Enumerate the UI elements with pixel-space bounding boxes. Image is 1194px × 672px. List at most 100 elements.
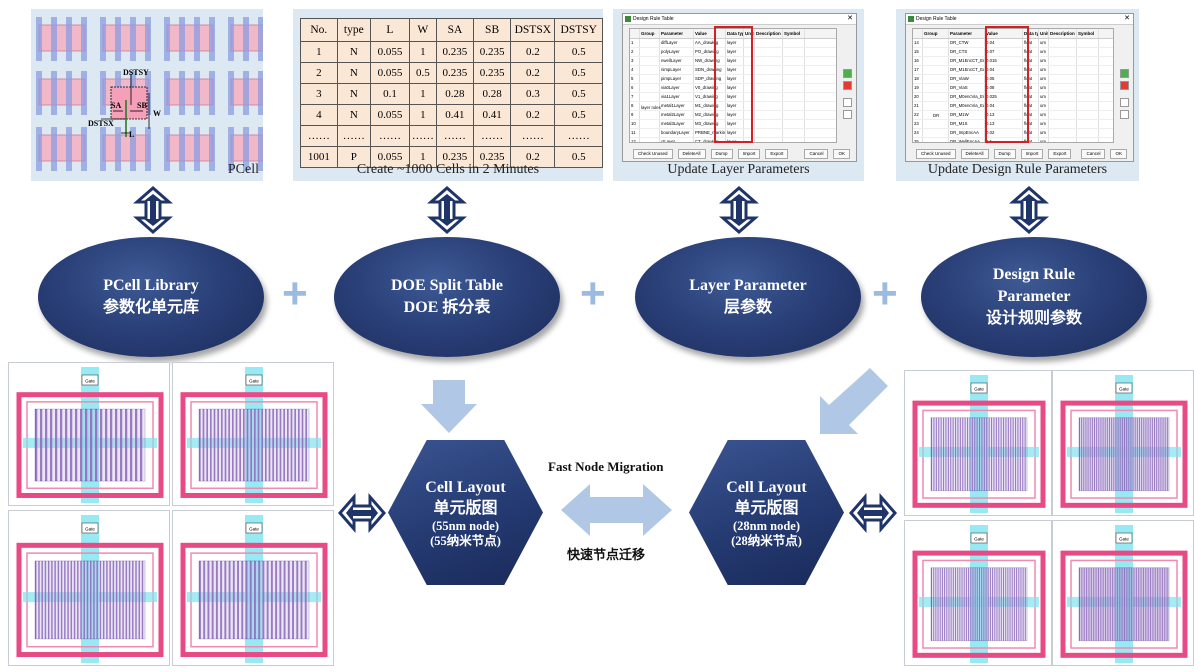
finger	[1130, 567, 1132, 641]
finger	[1094, 567, 1096, 641]
hex-title: Cell Layout	[726, 478, 807, 496]
doe-cell: N	[336, 104, 372, 126]
grid-cell: layer	[726, 93, 744, 101]
finger	[957, 417, 959, 491]
grid-cell	[1049, 129, 1077, 137]
finger	[967, 417, 969, 491]
finger	[224, 560, 227, 639]
grid-cell: um	[1039, 93, 1049, 101]
poly-finger	[243, 71, 249, 115]
finger	[70, 409, 73, 482]
add-row-icon[interactable]	[843, 69, 852, 78]
poly-finger	[258, 17, 263, 61]
grid-cell	[923, 57, 949, 65]
finger	[272, 409, 274, 482]
doe-col-header: L	[370, 18, 410, 42]
remove-row-icon[interactable]	[1120, 81, 1129, 90]
dialog-button[interactable]: Import	[1020, 149, 1044, 159]
dialog-button[interactable]: DeleteAll	[960, 149, 989, 159]
move-up-icon[interactable]	[1120, 98, 1129, 107]
finger	[132, 560, 134, 639]
move-down-icon[interactable]	[1120, 110, 1129, 119]
dialog-button[interactable]: Dump	[710, 149, 733, 159]
layout-thumbnail: Gate	[8, 510, 170, 666]
finger	[1000, 417, 1002, 491]
grid-cell	[744, 66, 755, 74]
finger	[1111, 567, 1113, 641]
finger	[1144, 417, 1146, 491]
finger	[959, 417, 961, 491]
hex-node-cn: (28纳米节点)	[731, 533, 802, 548]
gate-label: Gate	[249, 379, 259, 384]
finger	[1122, 567, 1124, 641]
close-icon[interactable]: ✕	[847, 15, 853, 22]
finger	[106, 560, 108, 639]
close-icon[interactable]: ✕	[1124, 15, 1130, 22]
doe-cell: N	[336, 83, 372, 105]
finger	[1163, 417, 1165, 491]
app-icon	[908, 16, 914, 22]
remove-row-icon[interactable]	[843, 81, 852, 90]
finger	[950, 567, 952, 641]
move-up-icon[interactable]	[843, 98, 852, 107]
finger	[203, 560, 206, 639]
grid-cell: 0.025	[985, 93, 1023, 101]
grid-cell: 0.015	[985, 57, 1023, 65]
label-sa: SA	[111, 101, 121, 110]
dialog-button[interactable]: Check Unused	[633, 149, 673, 159]
finger	[1084, 417, 1086, 491]
dialog-button[interactable]: OK	[833, 149, 850, 159]
finger	[1105, 417, 1107, 491]
finger	[112, 560, 115, 639]
dialog-button[interactable]: Export	[1048, 149, 1072, 159]
move-down-icon[interactable]	[843, 110, 852, 119]
finger	[283, 560, 286, 639]
grid-cell: PRBNE_marking	[695, 129, 726, 137]
grid-cell	[783, 48, 805, 56]
grid-cell	[744, 129, 755, 137]
dialog-button[interactable]: Import	[737, 149, 761, 159]
dialog-button[interactable]: DeleteAll	[677, 149, 706, 159]
finger	[955, 567, 956, 641]
grid-cell: 0.08	[985, 84, 1023, 92]
finger	[1137, 567, 1139, 641]
finger	[224, 409, 227, 482]
poly-finger	[194, 17, 200, 61]
add-row-icon[interactable]	[1120, 69, 1129, 78]
dialog-button[interactable]: Check Unused	[916, 149, 956, 159]
grid-cell: 4	[630, 66, 640, 74]
finger	[1156, 567, 1158, 641]
dialog-button[interactable]: Cancel	[1081, 149, 1106, 159]
grid-cell	[1077, 66, 1099, 74]
dialog-button[interactable]: Dump	[993, 149, 1016, 159]
doe-cell: ……	[300, 125, 338, 147]
doe-cell: 0.2	[510, 104, 556, 126]
grid-cell	[1049, 84, 1077, 92]
grid-cell	[744, 111, 755, 119]
dialog-button[interactable]: Export	[765, 149, 789, 159]
dialog-button[interactable]: Cancel	[804, 149, 829, 159]
dialog-button[interactable]: OK	[1110, 149, 1127, 159]
finger	[1005, 567, 1007, 641]
finger	[1139, 567, 1141, 641]
grid-cell: layer	[726, 39, 744, 47]
finger	[1155, 417, 1157, 491]
layer-parameter-ellipse: Layer Parameter 层参数	[635, 237, 861, 357]
finger	[237, 560, 239, 639]
finger	[135, 560, 137, 639]
finger	[1139, 417, 1140, 491]
grid-cell: layer	[726, 138, 744, 142]
